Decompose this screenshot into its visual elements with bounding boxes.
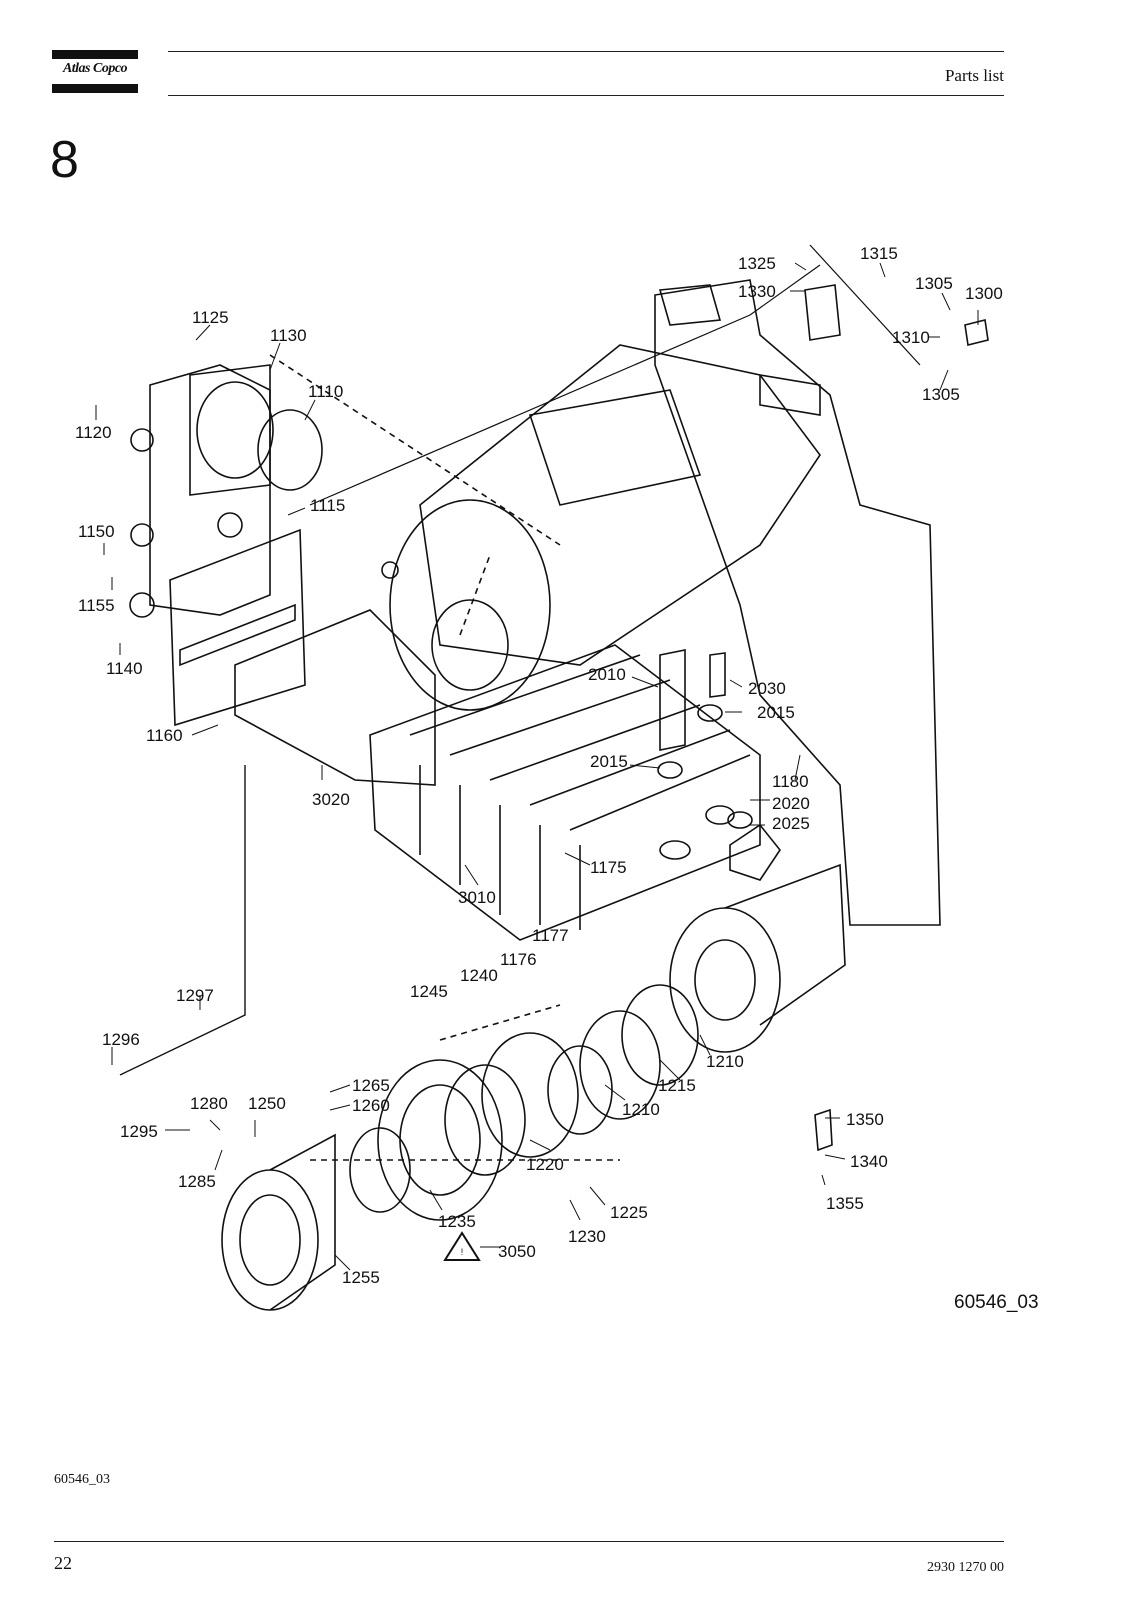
part-callout-2025: 2025	[772, 814, 810, 833]
part-callout-1130: 1130	[270, 326, 307, 345]
document-number: 2930 1270 00	[927, 1560, 1004, 1575]
part-callout-2015: 2015	[590, 752, 628, 771]
part-callout-1325: 1325	[738, 254, 776, 273]
part-callout-1240: 1240	[460, 966, 498, 985]
part-callout-1176: 1176	[500, 950, 537, 969]
part-callout-1180: 1180	[772, 772, 809, 791]
part-callout-3020: 3020	[312, 790, 350, 809]
header-rule-top	[168, 51, 1004, 52]
part-callout-1350: 1350	[846, 1110, 884, 1129]
footer-rule	[54, 1541, 1004, 1542]
part-callout-1210: 1210	[622, 1100, 660, 1119]
page-number: 22	[54, 1553, 72, 1573]
part-callout-1260: 1260	[352, 1096, 390, 1115]
part-callout-1160: 1160	[146, 726, 183, 745]
part-callout-1125: 1125	[192, 308, 229, 327]
part-callout-1305: 1305	[915, 274, 953, 293]
part-callout-1355: 1355	[826, 1194, 864, 1213]
part-callout-1225: 1225	[610, 1203, 648, 1222]
part-callout-1110: 1110	[308, 382, 343, 401]
footer-figure-code: 60546_03	[54, 1472, 110, 1487]
part-callout-1300: 1300	[965, 284, 1003, 303]
header-rule-bottom	[168, 95, 1004, 96]
part-callout-3050: 3050	[498, 1242, 536, 1261]
atlas-copco-logo: Atlas Copco	[52, 50, 138, 94]
part-callout-1265: 1265	[352, 1076, 390, 1095]
part-callout-1140: 1140	[106, 659, 143, 678]
part-callout-1310: 1310	[892, 328, 930, 347]
part-callout-1255: 1255	[342, 1268, 380, 1287]
part-callout-2015: 2015	[757, 703, 795, 722]
part-callout-1175: 1175	[590, 858, 627, 877]
part-callout-1215: 1215	[658, 1076, 696, 1095]
header-title: Parts list	[944, 66, 1004, 85]
figure-code: 60546_03	[954, 1292, 1039, 1313]
exploded-parts-drawing: ! 1325 1315 1330 1305 1300 1310 1305 1125 1130 11…	[60, 225, 1060, 1315]
warning-triangle-icon	[443, 1231, 481, 1261]
part-callout-1235: 1235	[438, 1212, 476, 1231]
part-callout-1297: 1297	[176, 986, 214, 1005]
part-callout-1210: 1210	[706, 1052, 744, 1071]
section-number: 8	[50, 131, 79, 189]
part-callout-2010: 2010	[588, 665, 626, 684]
part-callout-1115: 1115	[310, 496, 345, 515]
part-callout-1250: 1250	[248, 1094, 286, 1113]
brand-text: Atlas Copco	[62, 61, 128, 76]
part-callout-1155: 1155	[78, 596, 115, 615]
part-callout-1296: 1296	[102, 1030, 140, 1049]
part-callout-1150: 1150	[78, 522, 115, 541]
part-callout-1177: 1177	[532, 926, 569, 945]
part-callout-1295: 1295	[120, 1122, 158, 1141]
part-callout-1315: 1315	[860, 244, 898, 263]
part-callout-1220: 1220	[526, 1155, 564, 1174]
part-callout-1330: 1330	[738, 282, 776, 301]
part-callout-1340: 1340	[850, 1152, 888, 1171]
part-callout-1305: 1305	[922, 385, 960, 404]
part-callout-1280: 1280	[190, 1094, 228, 1113]
svg-text:!: !	[461, 1247, 464, 1257]
part-callout-2020: 2020	[772, 794, 810, 813]
part-callout-1285: 1285	[178, 1172, 216, 1191]
part-callout-3010: 3010	[458, 888, 496, 907]
parts-diagram-svg: ! 1325 1315 1330 1305 1300 1310 1305 1125 1130 11…	[75, 244, 1003, 1311]
part-callout-1245: 1245	[410, 982, 448, 1001]
part-callout-1230: 1230	[568, 1227, 606, 1246]
part-callout-1120: 1120	[75, 423, 112, 442]
part-callout-2030: 2030	[748, 679, 786, 698]
